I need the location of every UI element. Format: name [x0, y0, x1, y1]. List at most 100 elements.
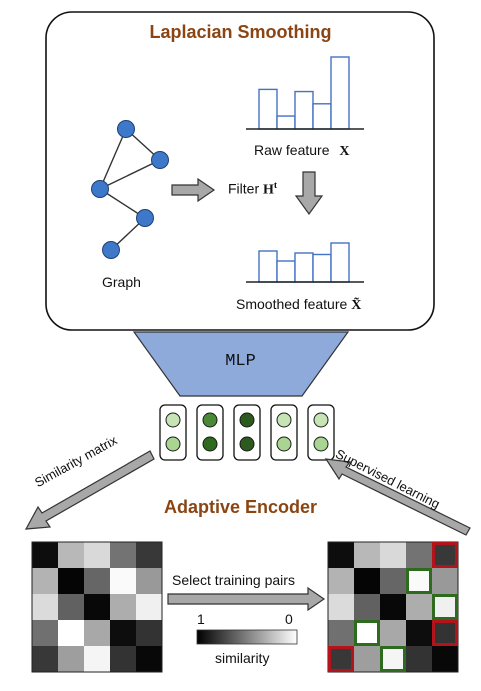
matrix-cell [354, 646, 380, 672]
matrix-cell [380, 646, 406, 672]
selected-pairs-matrix [327, 541, 459, 673]
matrix-cell [84, 542, 110, 568]
raw-feature-symbol: X [339, 144, 350, 159]
embedding-node [276, 436, 292, 452]
raw-feature-bar [294, 90, 314, 130]
matrix-cell [406, 620, 432, 646]
supervised-learning-arrow [324, 458, 471, 536]
matrix-cell [84, 568, 110, 594]
smoothed-feature-bar [258, 250, 278, 283]
matrix-cell [380, 568, 406, 594]
matrix-cell [432, 568, 458, 594]
matrix-cell [32, 542, 58, 568]
matrix-cell [432, 542, 458, 568]
matrix-cell [380, 594, 406, 620]
matrix-cell [328, 646, 354, 672]
positive-pair-outline [406, 568, 432, 594]
similarity-matrix-arrow [24, 450, 155, 530]
matrix-cell [58, 594, 84, 620]
matrix-cell [354, 594, 380, 620]
raw-feature-label: Raw feature X [254, 142, 350, 160]
negative-pair-outline [432, 620, 458, 646]
matrix-cell [136, 568, 162, 594]
matrix-cell [328, 542, 354, 568]
embedding-node [202, 436, 218, 452]
matrix-cell [380, 620, 406, 646]
graph-edge [99, 159, 161, 190]
embedding-node [313, 436, 329, 452]
mlp-block [132, 331, 350, 397]
matrix-cell [32, 594, 58, 620]
embedding-node [276, 412, 292, 428]
embedding-node [165, 412, 181, 428]
filter-symbol: H [263, 182, 274, 198]
matrix-cell [136, 542, 162, 568]
matrix-cell [136, 646, 162, 672]
matrix-cell [432, 594, 458, 620]
graph-node [102, 241, 120, 259]
matrix-cell [58, 542, 84, 568]
raw-feature-text: Raw feature [254, 142, 330, 158]
matrix-cell [84, 620, 110, 646]
embedding-node [165, 436, 181, 452]
raw-feature-bar [276, 115, 296, 130]
smoothed-feature-bar [312, 253, 332, 283]
matrix-cell [354, 568, 380, 594]
matrix-cell [406, 594, 432, 620]
positive-pair-outline [432, 594, 458, 620]
scale-caption: similarity [215, 650, 270, 666]
adaptive-encoder-title: Adaptive Encoder [163, 497, 318, 517]
similarity-matrix [31, 541, 163, 673]
filter-text: Filter [228, 180, 260, 197]
matrix-cell [110, 620, 136, 646]
matrix-cell [84, 594, 110, 620]
smoothed-feature-histogram [258, 242, 350, 283]
matrix-cell [110, 646, 136, 672]
graph-node [91, 180, 109, 198]
matrix-cell [406, 568, 432, 594]
matrix-border [31, 541, 163, 673]
matrix-cell [58, 620, 84, 646]
matrix-cell [110, 568, 136, 594]
matrix-cell [380, 542, 406, 568]
matrix-cell [136, 594, 162, 620]
matrix-cell [58, 568, 84, 594]
filter-arrow [171, 177, 216, 203]
smoothed-feature-symbol: X̃ [351, 298, 362, 313]
matrix-cell [406, 646, 432, 672]
filter-exponent: t [273, 180, 278, 191]
raw-feature-bar [312, 103, 332, 130]
raw-feature-bar [330, 56, 350, 130]
smoothed-feature-label: Smoothed feature X̃ [236, 296, 361, 314]
filter-label: Filter Ht [228, 180, 277, 199]
matrix-cell [110, 542, 136, 568]
matrix-cell [58, 646, 84, 672]
graph-label: Graph [102, 274, 141, 290]
positive-pair-outline [380, 646, 406, 672]
matrix-cell [328, 620, 354, 646]
graph-node [136, 209, 154, 227]
matrix-cell [432, 646, 458, 672]
negative-pair-outline [432, 542, 458, 568]
graph-node [117, 120, 135, 138]
embedding-node [202, 412, 218, 428]
matrix-cell [32, 568, 58, 594]
similarity-scale-bar [196, 629, 298, 645]
embedding-pairs [159, 404, 335, 461]
matrix-cell [328, 594, 354, 620]
smoothed-feature-bar [294, 252, 314, 283]
negative-pair-outline [328, 646, 354, 672]
matrix-cell [354, 542, 380, 568]
mlp-label: MLP [225, 352, 256, 371]
smoothing-down-arrow [294, 171, 324, 216]
selected-pair-outlines [328, 542, 458, 672]
matrix-cell [432, 620, 458, 646]
scale-max-label: 1 [197, 611, 205, 627]
select-training-pairs-label: Select training pairs [172, 572, 295, 588]
raw-feature-bar [258, 88, 278, 130]
matrix-cell [136, 620, 162, 646]
matrix-cell [328, 568, 354, 594]
smoothed-feature-text: Smoothed feature [236, 296, 348, 312]
scale-min-label: 0 [285, 611, 293, 627]
